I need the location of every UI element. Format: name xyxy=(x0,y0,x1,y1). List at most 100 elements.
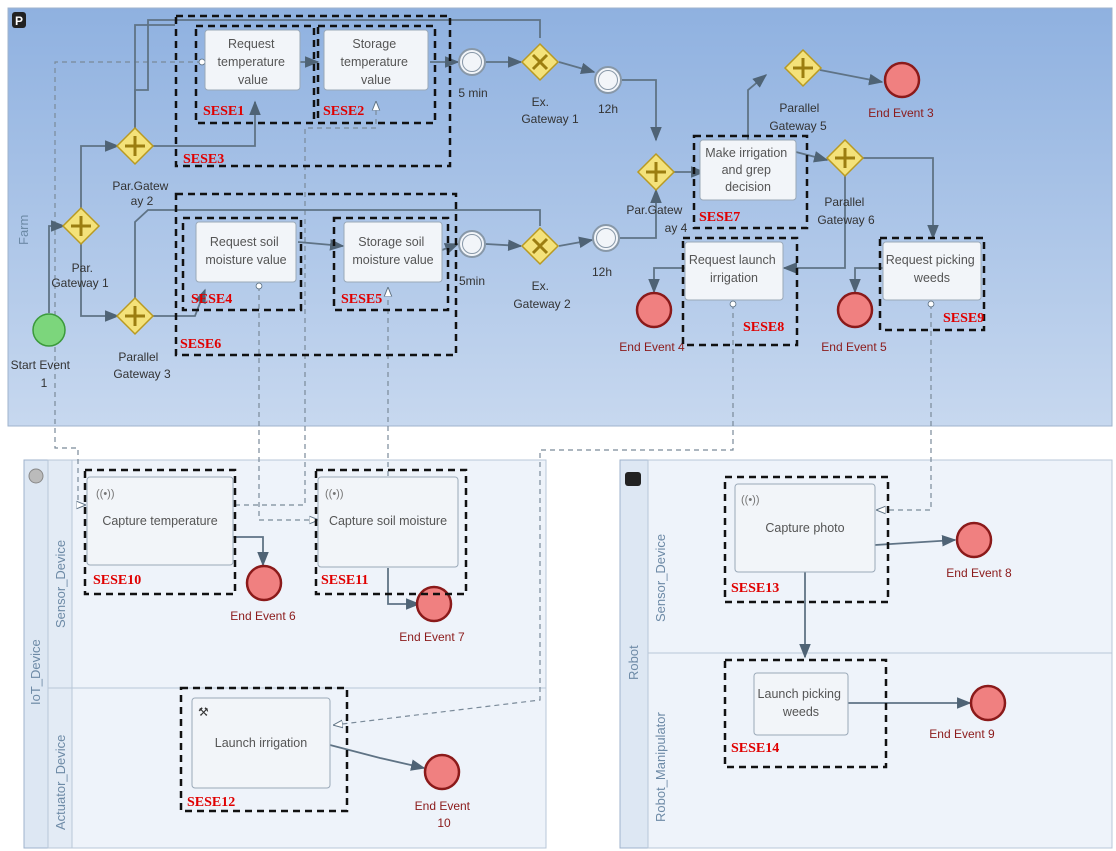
event-label: End Event 4 xyxy=(619,340,685,354)
sese6-box xyxy=(174,192,458,357)
sese12-label: SESE12 xyxy=(187,795,235,810)
timer-event-4[interactable]: 12h xyxy=(592,224,620,279)
message-flows xyxy=(54,62,931,725)
sese9-box xyxy=(878,236,986,332)
event-label: End Event 6 xyxy=(230,609,296,623)
sese8-label: SESE8 xyxy=(743,320,784,335)
gateway-label: Par.Gatew ay 2 xyxy=(112,179,171,208)
sensor-icon: ((•)) xyxy=(741,494,760,506)
event-label: End Event 9 xyxy=(929,727,995,741)
iot-pool-label: IoT_Device xyxy=(28,639,43,705)
sese10-box xyxy=(83,468,237,596)
sese12-box xyxy=(179,686,349,813)
end-event-6[interactable]: End Event 6 xyxy=(230,564,296,623)
sese7-box xyxy=(692,134,809,230)
event-label: End Event 10 xyxy=(415,799,474,830)
timer-label: 5 min xyxy=(458,86,487,100)
parallel-gateway-2[interactable]: Par.Gatew ay 2 xyxy=(112,126,171,208)
robot-sensor-lane-label: Sensor_Device xyxy=(653,534,668,622)
task-storage-soil-moisture[interactable]: Storage soil moisture value xyxy=(343,221,443,283)
timer-label: 5min xyxy=(459,274,485,288)
farm-pool-label: Farm xyxy=(16,215,31,245)
end-event-4[interactable]: End Event 4 xyxy=(619,291,685,354)
task-irrigation-decision[interactable]: Make irrigation and grep decision xyxy=(699,139,797,201)
sese5-box xyxy=(332,216,450,312)
parallel-gateway-3[interactable]: Parallel Gateway 3 xyxy=(113,296,171,381)
robot-manipulator-lane-label: Robot_Manipulator xyxy=(653,711,668,822)
task-request-soil-moisture[interactable]: Request soil moisture value xyxy=(195,221,297,283)
task-label: Storage temperature value xyxy=(341,37,412,87)
gateway-label: Ex. Gateway 2 xyxy=(513,279,571,311)
task-label: Capture photo xyxy=(765,521,844,535)
gateway-label: Parallel Gateway 5 xyxy=(769,101,827,133)
task-label: Request soil moisture value xyxy=(205,235,286,267)
sese7-label: SESE7 xyxy=(699,210,740,225)
sese9-label: SESE9 xyxy=(943,311,984,326)
robot-pool-icon xyxy=(625,472,641,486)
gateway-label: Parallel Gateway 6 xyxy=(817,195,875,227)
timer-event-3[interactable]: 5min xyxy=(458,230,486,288)
sese3-label: SESE3 xyxy=(183,152,224,167)
end-event-8[interactable]: End Event 8 xyxy=(946,521,1012,580)
start-event-1[interactable]: Start Event 1 xyxy=(11,313,74,390)
timer-event-1[interactable]: 5 min xyxy=(458,48,488,100)
end-event-10[interactable]: End Event 10 xyxy=(415,753,474,830)
event-label: End Event 5 xyxy=(821,340,887,354)
event-label: End Event 8 xyxy=(946,566,1012,580)
task-launch-irrigation[interactable]: ⚒ Launch irrigation xyxy=(191,697,331,789)
sese-labels: SESE1 SESE2 SESE3 SESE4 SESE5 SESE6 SESE… xyxy=(93,104,984,810)
sese4-box xyxy=(181,216,303,312)
task-capture-soil-moisture[interactable]: ((•)) Capture soil moisture xyxy=(317,476,459,568)
sese13-label: SESE13 xyxy=(731,581,779,596)
task-request-launch-irrigation[interactable]: Request launch irrigation xyxy=(684,241,784,301)
gateway-label: Parallel Gateway 3 xyxy=(113,350,171,381)
sese11-label: SESE11 xyxy=(321,573,368,588)
parallel-gateway-4[interactable]: Par.Gatew ay 4 xyxy=(626,152,688,235)
sequence-flows xyxy=(48,19,972,771)
robot-pool xyxy=(619,459,1113,849)
sese11-box xyxy=(314,468,468,596)
parallel-gateway-6[interactable]: Parallel Gateway 6 xyxy=(817,138,875,227)
task-label: Launch irrigation xyxy=(215,736,307,750)
svg-text:P: P xyxy=(15,14,23,28)
sese1-label: SESE1 xyxy=(203,104,244,119)
task-launch-picking-weeds[interactable]: Launch picking weeds xyxy=(753,672,849,736)
exclusive-gateway-1[interactable]: Ex. Gateway 1 xyxy=(520,42,579,126)
task-label: Capture temperature xyxy=(102,514,217,528)
sese-regions xyxy=(83,14,986,813)
sensor-icon: ((•)) xyxy=(325,488,344,500)
task-label: Launch picking weeds xyxy=(758,687,845,719)
iot-sensor-lane-label: Sensor_Device xyxy=(53,540,68,628)
end-event-3[interactable]: End Event 3 xyxy=(868,61,934,120)
sese2-label: SESE2 xyxy=(323,104,364,119)
sese3-box xyxy=(174,14,452,168)
task-storage-temperature[interactable]: Storage temperature value xyxy=(323,29,429,91)
event-label: Start Event 1 xyxy=(11,358,74,390)
sese6-label: SESE6 xyxy=(180,337,221,352)
end-event-7[interactable]: End Event 7 xyxy=(399,585,465,644)
robot-pool-label: Robot xyxy=(626,645,641,680)
farm-pool-icon xyxy=(12,12,26,28)
sese14-box xyxy=(723,658,888,769)
gateway-label: Par.Gatew ay 4 xyxy=(626,203,687,235)
task-label: Request temperature value xyxy=(218,37,289,87)
sese10-label: SESE10 xyxy=(93,573,141,588)
task-label: Request picking weeds xyxy=(886,253,978,285)
exclusive-gateway-2[interactable]: Ex. Gateway 2 xyxy=(513,226,571,311)
task-request-picking-weeds[interactable]: Request picking weeds xyxy=(882,241,982,301)
end-event-9[interactable]: End Event 9 xyxy=(929,684,1007,741)
parallel-gateway-5[interactable]: Parallel Gateway 5 xyxy=(769,48,827,133)
sensor-icon: ((•)) xyxy=(96,488,115,500)
sese14-label: SESE14 xyxy=(731,741,779,756)
event-label: End Event 3 xyxy=(868,106,934,120)
parallel-gateway-1[interactable]: Par. Gateway 1 xyxy=(51,206,109,290)
farm-pool xyxy=(7,7,1113,427)
task-label: Request launch irrigation xyxy=(689,253,779,285)
sese4-label: SESE4 xyxy=(191,292,232,307)
task-capture-photo[interactable]: ((•)) Capture photo xyxy=(734,483,876,573)
end-event-5[interactable]: End Event 5 xyxy=(821,291,887,354)
task-capture-temperature[interactable]: ((•)) Capture temperature xyxy=(86,476,234,566)
task-request-temperature[interactable]: Request temperature value xyxy=(204,29,301,91)
timer-event-2[interactable]: 12h xyxy=(594,66,622,116)
sese5-label: SESE5 xyxy=(341,292,382,307)
